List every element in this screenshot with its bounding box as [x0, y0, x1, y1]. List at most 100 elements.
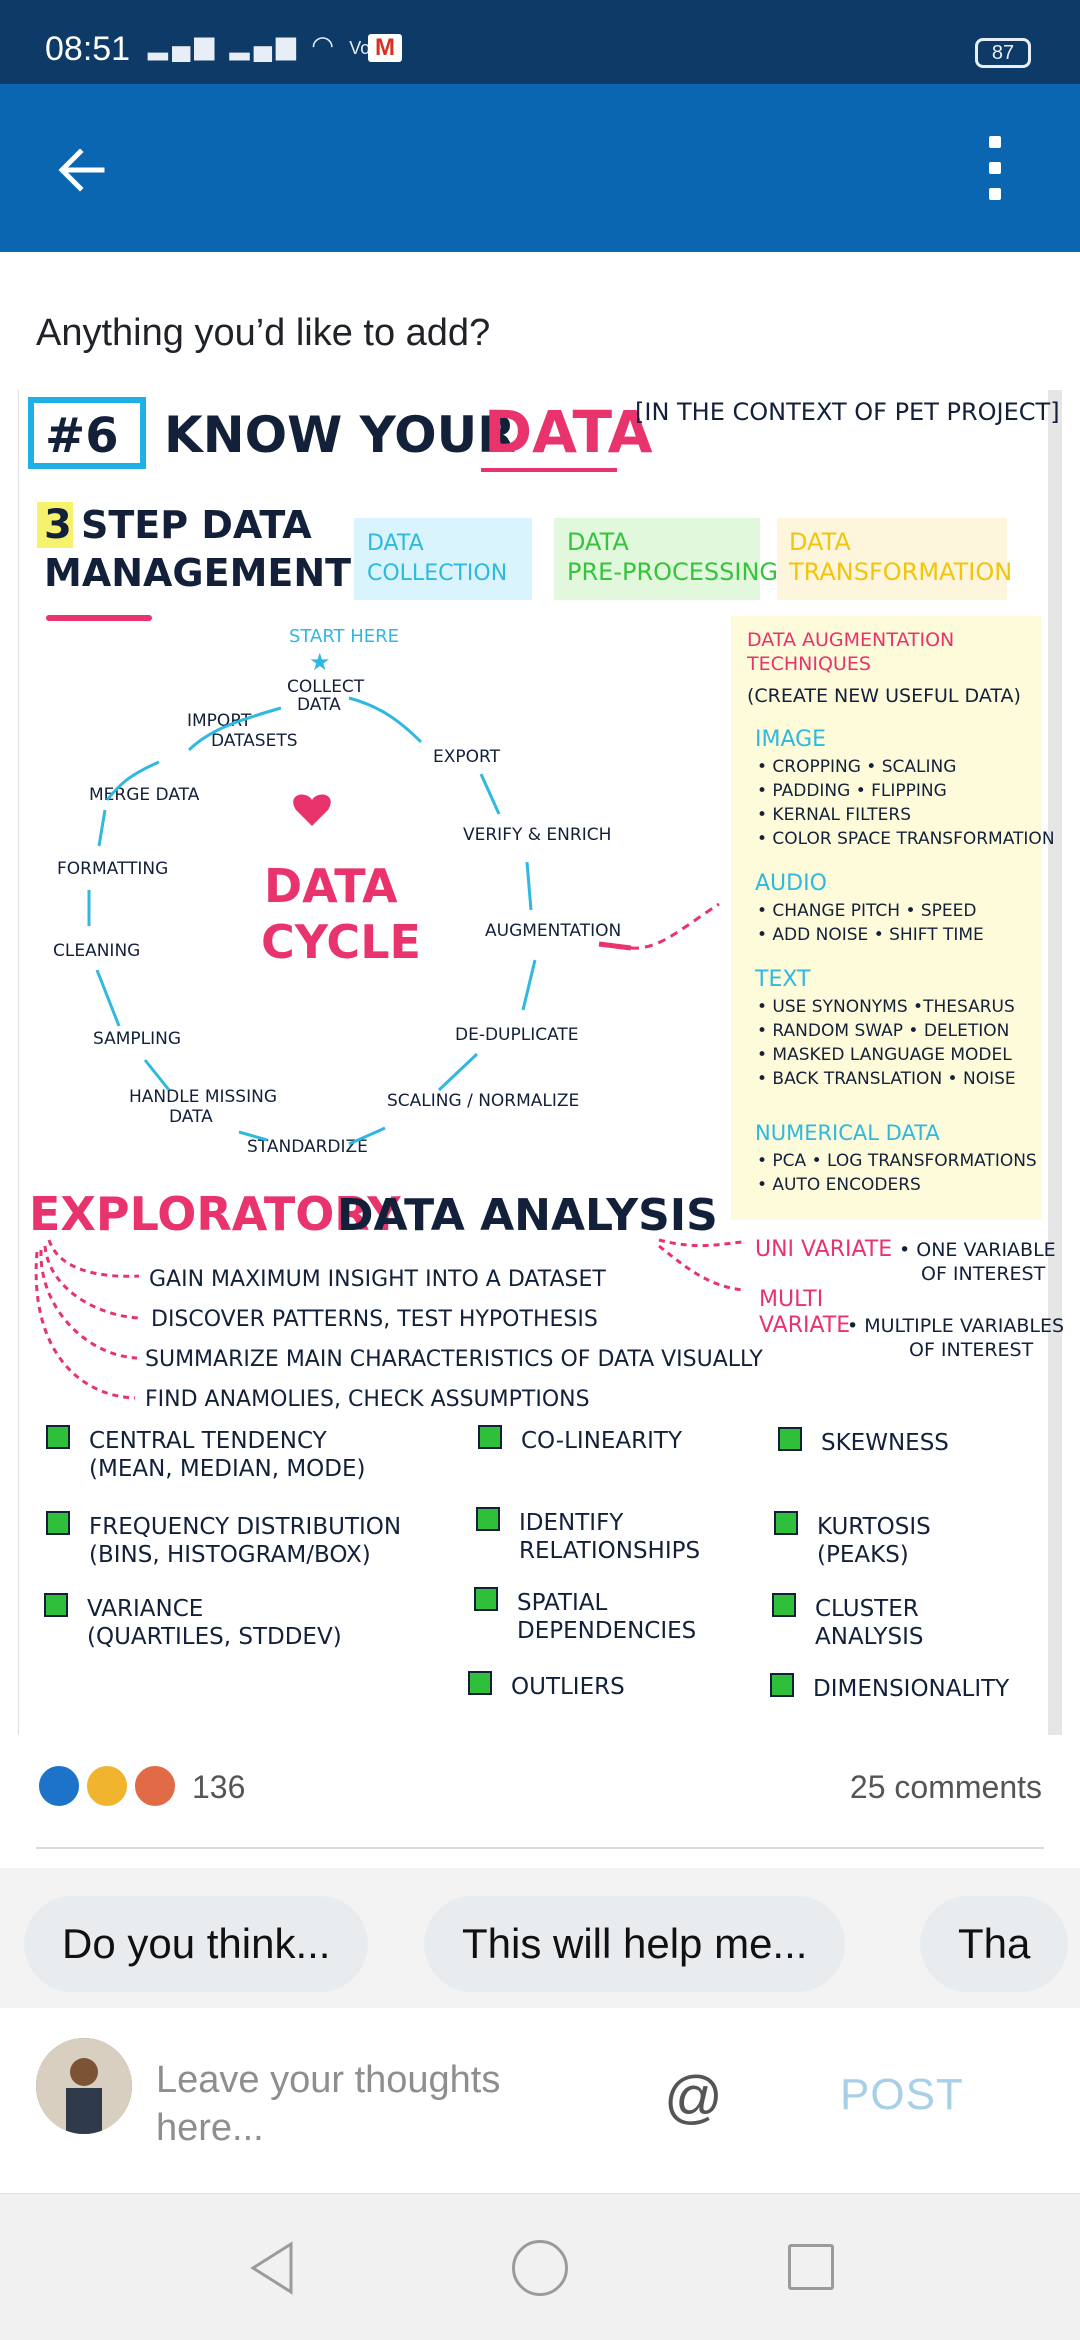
- eda-checklist: CENTRAL TENDENCY(MEAN, MEDIAN, MODE)FREQ…: [44, 1425, 1010, 1702]
- augment-text-1: • USE SYNONYMS •THESARUS: [757, 997, 1015, 1017]
- heart-icon: [293, 794, 331, 826]
- checklist-box: [778, 1427, 802, 1451]
- number-box: [28, 397, 146, 469]
- post-image[interactable]: #6 KNOW YOUR DATA [IN THE CONTEXT OF PET…: [18, 390, 1063, 1735]
- suggestion-chip-3[interactable]: Tha: [920, 1896, 1069, 1992]
- step-3-line1: DATA: [789, 528, 851, 556]
- avatar: [36, 2038, 132, 2134]
- context-note: [IN THE CONTEXT OF PET PROJECT]: [635, 398, 1060, 426]
- cycle-center-1: DATA: [264, 859, 398, 913]
- augment-num-2: • AUTO ENCODERS: [757, 1175, 921, 1195]
- insightful-icon: [84, 1763, 130, 1809]
- eda-multivariate-desc-1: • MULTIPLE VARIABLES: [847, 1315, 1063, 1337]
- augment-text-head: TEXT: [754, 967, 811, 992]
- checklist-item-line2: (BINS, HISTOGRAM/BOX): [89, 1542, 371, 1568]
- eda-univariate: UNI VARIATE: [755, 1237, 892, 1262]
- nav-recents-icon[interactable]: [788, 2244, 834, 2290]
- title-highlight: DATA: [484, 398, 653, 466]
- cycle-verify: VERIFY & ENRICH: [463, 825, 611, 845]
- checklist-item-line2: (PEAKS): [817, 1542, 909, 1568]
- suggestion-chips: Do you think... This will help me... Tha: [0, 1868, 1080, 2008]
- more-options-icon[interactable]: [980, 136, 1010, 206]
- step-title-1: STEP DATA: [81, 503, 312, 547]
- checklist-box: [478, 1425, 502, 1449]
- augment-image-1: • CROPPING • SCALING: [757, 757, 956, 777]
- augment-subtitle: (CREATE NEW USEFUL DATA): [747, 685, 1021, 707]
- checklist-box: [46, 1425, 70, 1449]
- augment-text-3: • MASKED LANGUAGE MODEL: [757, 1045, 1012, 1065]
- number-label: #6: [45, 408, 119, 464]
- augment-image-head: IMAGE: [755, 727, 826, 752]
- checklist-box: [476, 1507, 500, 1531]
- divider: [36, 1847, 1044, 1849]
- cycle-cleaning: CLEANING: [53, 941, 140, 961]
- checklist-item-line2: (MEAN, MEDIAN, MODE): [89, 1456, 366, 1482]
- eda-univariate-desc-2: OF INTEREST: [921, 1263, 1046, 1285]
- suggestion-chip-2[interactable]: This will help me...: [424, 1896, 846, 1992]
- love-icon: [132, 1763, 178, 1809]
- checklist-item-line2: DEPENDENCIES: [517, 1618, 696, 1644]
- eda-multivariate-desc-2: OF INTEREST: [909, 1339, 1034, 1361]
- post-button[interactable]: POST: [840, 2070, 964, 2119]
- nav-home-icon[interactable]: [512, 2240, 568, 2296]
- step-3-line2: TRANSFORMATION: [788, 558, 1012, 586]
- eda-title-2: DATA ANALYSIS: [337, 1190, 718, 1241]
- gmail-icon: M: [368, 34, 402, 62]
- mention-icon[interactable]: @: [664, 2065, 723, 2130]
- svg-text:★: ★: [309, 648, 331, 676]
- comment-placeholder-1: Leave your thoughts: [156, 2059, 501, 2101]
- checklist-box: [46, 1511, 70, 1535]
- checklist-box: [774, 1511, 798, 1535]
- like-icon: [36, 1763, 82, 1809]
- augment-image-3: • KERNAL FILTERS: [757, 805, 911, 825]
- cycle-dedup: DE-DUPLICATE: [455, 1025, 579, 1045]
- cycle-scaling: SCALING / NORMALIZE: [387, 1091, 579, 1111]
- step-1-line1: DATA: [367, 531, 424, 556]
- step-2-line1: DATA: [567, 528, 629, 556]
- augment-text-2: • RANDOM SWAP • DELETION: [757, 1021, 1009, 1041]
- cycle-formatting: FORMATTING: [57, 859, 168, 879]
- augment-title-1: DATA AUGMENTATION: [747, 629, 954, 651]
- augment-num-head: NUMERICAL DATA: [755, 1121, 940, 1145]
- augment-image-2: • PADDING • FLIPPING: [757, 781, 947, 801]
- step-1-line2: COLLECTION: [367, 561, 507, 586]
- share-prompt[interactable]: Anything you’d like to add?: [36, 312, 491, 354]
- checklist-item-line2: ANALYSIS: [815, 1624, 923, 1650]
- status-bar: 08:51 ▂▄▆ ▂▄▆ ◠ VoLTE M 87: [0, 0, 1080, 84]
- augment-text-4: • BACK TRANSLATION • NOISE: [757, 1069, 1016, 1089]
- suggestion-chip-1[interactable]: Do you think...: [24, 1896, 369, 1992]
- checklist-item-line1: OUTLIERS: [511, 1674, 625, 1700]
- cycle-standardize: STANDARDIZE: [247, 1137, 368, 1157]
- comment-input[interactable]: Leave your thoughts here...: [156, 2056, 556, 2152]
- title-prefix: KNOW YOUR: [164, 406, 516, 464]
- eda-goal-4: FIND ANAMOLIES, CHECK ASSUMPTIONS: [145, 1387, 590, 1412]
- reaction-count: 136: [192, 1769, 246, 1805]
- augment-audio-head: AUDIO: [755, 871, 827, 896]
- nav-back-icon[interactable]: [247, 2240, 297, 2296]
- checklist-box: [474, 1587, 498, 1611]
- cycle-handle-2: DATA: [169, 1107, 213, 1127]
- eda-multivariate-1: MULTI: [759, 1287, 823, 1312]
- app-bar: [0, 84, 1080, 252]
- checklist-item-line1: CENTRAL TENDENCY: [89, 1428, 328, 1454]
- checklist-box: [44, 1593, 68, 1617]
- checklist-item-line1: VARIANCE: [87, 1596, 203, 1622]
- comments-count[interactable]: 25 comments: [849, 1769, 1042, 1805]
- augment-title-2: TECHNIQUES: [746, 653, 871, 675]
- cycle-merge: MERGE DATA: [89, 785, 200, 805]
- cycle-augmentation: AUGMENTATION: [485, 921, 621, 941]
- step-2-line2: PRE-PROCESSING: [567, 558, 778, 586]
- checklist-item-line1: CLUSTER: [815, 1596, 919, 1622]
- augment-audio-2: • ADD NOISE • SHIFT TIME: [757, 925, 984, 945]
- augment-image-4: • COLOR SPACE TRANSFORMATION: [757, 829, 1055, 849]
- checklist-box: [770, 1673, 794, 1697]
- cycle-center-2: CYCLE: [261, 915, 421, 969]
- cycle-start: START HERE: [289, 626, 399, 647]
- cycle-sampling: SAMPLING: [93, 1029, 181, 1049]
- checklist-box: [468, 1671, 492, 1695]
- checklist-item-line2: RELATIONSHIPS: [519, 1538, 700, 1564]
- eda-goal-3: SUMMARIZE MAIN CHARACTERISTICS OF DATA V…: [145, 1347, 763, 1372]
- augment-audio-1: • CHANGE PITCH • SPEED: [757, 901, 977, 921]
- checklist-item-line1: SKEWNESS: [821, 1430, 949, 1456]
- back-arrow-icon[interactable]: [52, 140, 112, 200]
